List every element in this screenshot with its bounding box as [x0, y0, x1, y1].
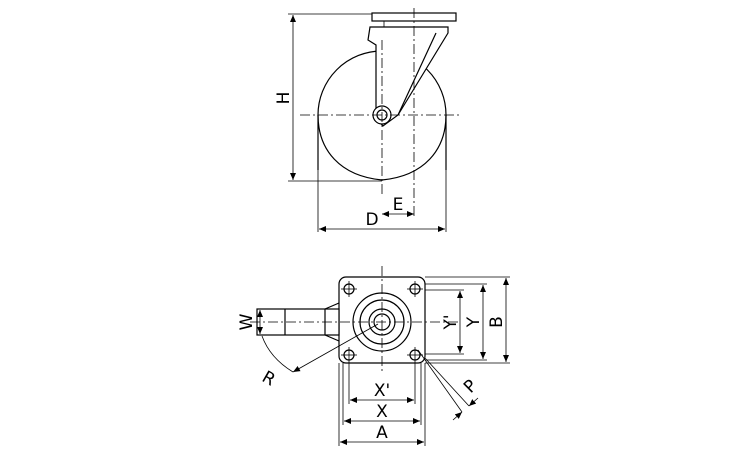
- label-X-prime: X': [374, 381, 390, 401]
- label-X: X: [376, 402, 388, 422]
- dimension-Y-prime: Y': [425, 289, 464, 355]
- swivel-bracket: [367, 26, 449, 127]
- label-W: W: [237, 313, 257, 330]
- label-Y-prime: Y': [441, 314, 461, 330]
- label-P: P: [460, 376, 481, 397]
- dimension-W: W: [237, 310, 263, 334]
- label-A: A: [376, 423, 388, 443]
- dimension-B: B: [425, 276, 510, 364]
- label-E: E: [393, 195, 404, 215]
- top-view: W R Y' Y B: [237, 266, 510, 446]
- side-view: H E D: [274, 8, 462, 232]
- label-D: D: [365, 210, 378, 230]
- label-Y: Y: [464, 316, 484, 328]
- dimension-D: D: [317, 170, 447, 232]
- dimension-P: P: [417, 349, 481, 421]
- dimension-E: E: [382, 195, 414, 217]
- dimension-Y: Y: [425, 283, 487, 361]
- bolt-holes: [341, 281, 423, 363]
- dimension-X: X: [342, 363, 422, 425]
- label-H: H: [274, 92, 294, 105]
- label-B: B: [487, 316, 507, 328]
- dimension-H: H: [274, 13, 382, 182]
- dimension-X-prime: X': [348, 363, 416, 404]
- dimension-A: A: [338, 363, 426, 446]
- label-R: R: [258, 367, 278, 390]
